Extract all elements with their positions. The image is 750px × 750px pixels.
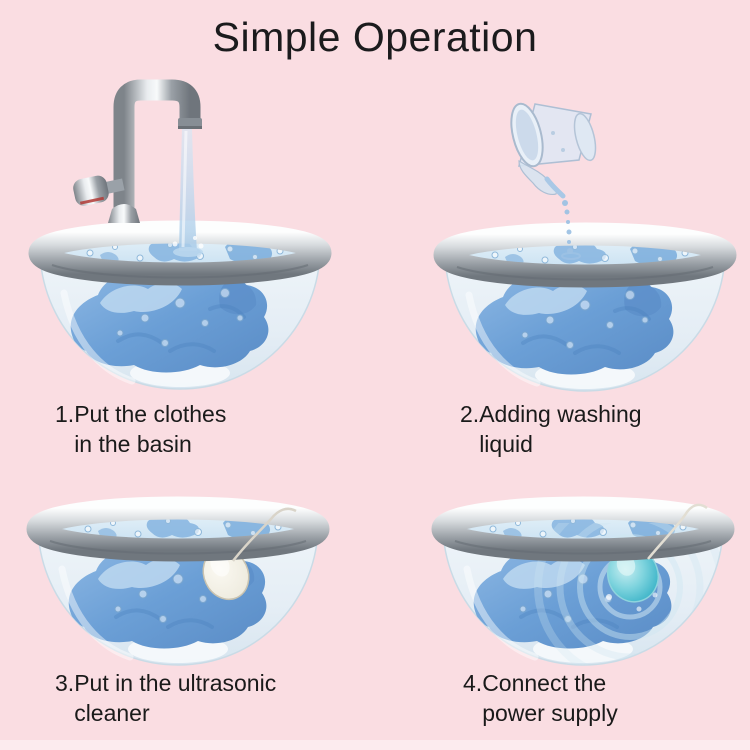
step4-caption: 4. Connect the power supply xyxy=(463,668,618,728)
step3-number: 3. xyxy=(55,670,75,696)
step3-caption: 3. Put in the ultrasonic cleaner xyxy=(55,668,276,728)
step2-illustration-pouring-liquid xyxy=(435,102,735,395)
step2-number: 2. xyxy=(460,401,480,427)
step1-caption: 1. Put the clothes in the basin xyxy=(55,399,226,459)
step4-illustration-powered-cleaner xyxy=(433,485,733,675)
step3-caption-line2: cleaner xyxy=(74,700,150,726)
step4-caption-line1: Connect the xyxy=(482,670,607,696)
step1-illustration-faucet-filling-basin xyxy=(30,79,330,393)
bottom-strip xyxy=(0,740,750,750)
step3-illustration-ultrasonic-cleaner xyxy=(28,485,328,675)
ultrasonic-device-illustration xyxy=(202,547,250,601)
step2-caption-line2: liquid xyxy=(479,431,533,457)
step1-number: 1. xyxy=(55,401,75,427)
faucet-illustration xyxy=(73,79,204,257)
step1-caption-line1: Put the clothes xyxy=(74,401,227,427)
step4-caption-line2: power supply xyxy=(482,700,618,726)
power-cord xyxy=(647,503,708,560)
step3-caption-line1: Put in the ultrasonic xyxy=(74,670,277,696)
step2-caption: 2. Adding washing liquid xyxy=(460,399,642,459)
faucet-handle xyxy=(73,175,125,206)
step2-caption-line1: Adding washing xyxy=(479,401,642,427)
measuring-cup-illustration xyxy=(510,102,597,260)
step4-number: 4. xyxy=(463,670,483,696)
step1-caption-line2: in the basin xyxy=(74,431,192,457)
page-title: Simple Operation xyxy=(212,14,538,60)
power-cord xyxy=(232,507,297,562)
water-stream xyxy=(179,129,197,251)
